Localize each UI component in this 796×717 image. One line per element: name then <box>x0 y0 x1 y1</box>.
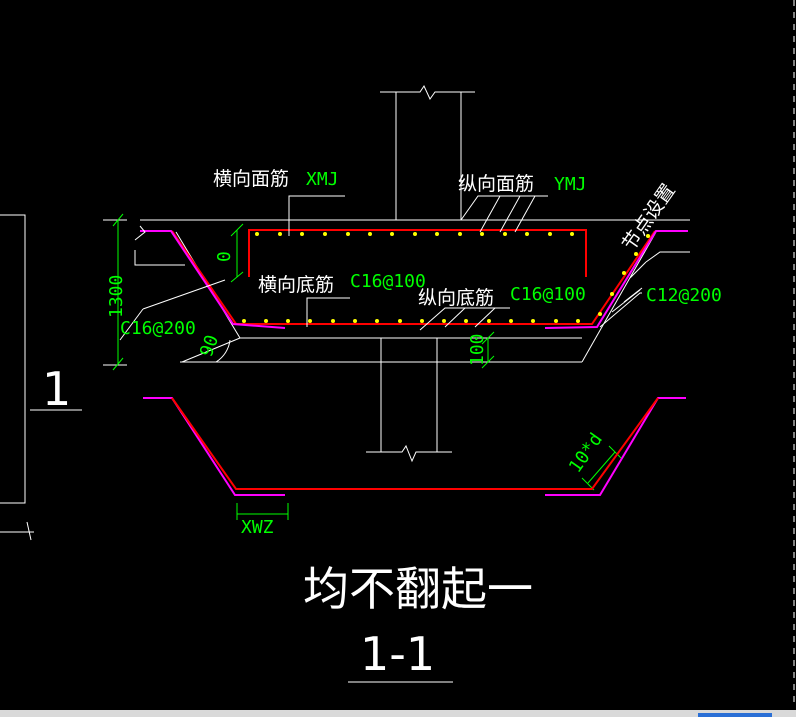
leaders <box>103 195 690 366</box>
side-left-spec: C16@200 <box>120 318 196 339</box>
longitudinal-bottom-spec: C16@100 <box>510 284 586 305</box>
column-upper <box>380 84 475 220</box>
angle-label: 90 <box>196 332 223 360</box>
status-bar-accent <box>698 713 772 717</box>
section-marker-number: 1 <box>42 362 71 416</box>
top-rebar <box>248 229 587 277</box>
longitudinal-bottom-label: 纵向底筋 <box>418 287 494 309</box>
section-title: 1-1 <box>360 627 435 681</box>
dim-10d-label: 10*d <box>565 429 607 477</box>
section-marker-left: 1 <box>0 214 82 541</box>
side-right-spec: C12@200 <box>646 285 722 306</box>
transverse-top-code: XMJ <box>306 169 339 190</box>
bent-bar-detail <box>143 397 686 496</box>
transverse-top-label: 横向面筋 <box>213 168 289 190</box>
dim-height-label: 1300 <box>106 275 127 318</box>
dimensions <box>112 213 622 520</box>
xwz-label: XWZ <box>241 517 274 538</box>
longitudinal-top-code: YMJ <box>554 174 587 195</box>
longitudinal-top-label: 纵向面筋 <box>458 173 534 195</box>
dim-100-label: 100 <box>467 333 488 366</box>
status-bar <box>0 710 796 717</box>
note-text: 均不翻起一 <box>303 562 533 616</box>
dim-zero-label: 0 <box>214 251 235 262</box>
column-lower <box>366 337 452 463</box>
transverse-bottom-label: 横向底筋 <box>258 274 334 296</box>
side-rebar <box>140 230 688 329</box>
bottom-rebar <box>171 230 656 325</box>
transverse-bottom-spec: C16@100 <box>350 271 426 292</box>
rebar-dots <box>242 232 650 323</box>
